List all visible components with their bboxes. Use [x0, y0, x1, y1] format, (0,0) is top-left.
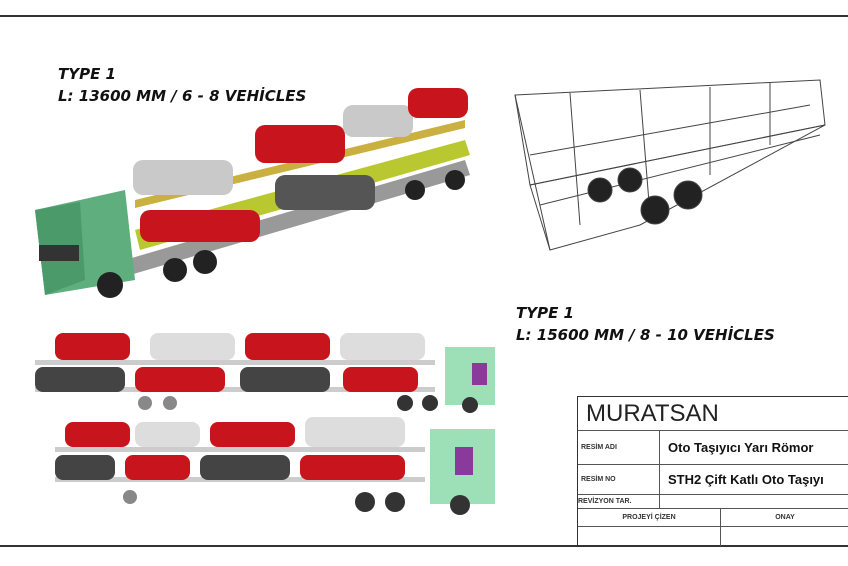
drawing-name-label: RESİM ADI	[578, 431, 660, 464]
frame-bottom-line	[0, 545, 848, 547]
side-view-renders	[35, 333, 495, 515]
drawing-name-value: Oto Taşıyıcı Yarı Römor	[668, 440, 814, 455]
car	[343, 105, 413, 137]
side-view-lower	[55, 417, 495, 515]
caption-spec: L: 15600 MM / 8 - 10 VEHİCLES	[516, 326, 775, 344]
signature-header-row: PROJEYİ ÇİZEN ONAY	[578, 509, 848, 527]
car	[255, 125, 345, 163]
caption-spec: L: 13600 MM / 6 - 8 VEHİCLES	[58, 87, 307, 105]
revision-row: REVİZYON TAR.	[578, 495, 848, 509]
drawing-no-label: RESİM NO	[578, 465, 660, 494]
type1-15600-caption: TYPE 1 L: 15600 MM / 8 - 10 VEHİCLES	[516, 302, 775, 346]
drawing-no-value: STH2 Çift Katlı Oto Taşıyı	[668, 472, 824, 487]
signature-divider	[720, 527, 721, 546]
caption-title: TYPE 1	[516, 304, 574, 322]
type1-13600-caption: TYPE 1 L: 13600 MM / 6 - 8 VEHİCLES	[58, 63, 306, 107]
drawing-no-row: RESİM NO STH2 Çift Katlı Oto Taşıyı	[578, 465, 848, 495]
frame-top-line	[0, 15, 848, 17]
caption-title: TYPE 1	[58, 65, 116, 83]
title-block: MURATSAN RESİM ADI Oto Taşıyıcı Yarı Röm…	[577, 396, 848, 546]
approval-label: ONAY	[775, 514, 795, 521]
company-name: MURATSAN	[586, 400, 719, 427]
car	[275, 175, 375, 210]
car	[133, 160, 233, 195]
car	[140, 210, 260, 242]
car	[408, 88, 468, 118]
drawing-name-row: RESİM ADI Oto Taşıyıcı Yarı Römor	[578, 431, 848, 465]
drawn-by-label: PROJEYİ ÇİZEN	[578, 509, 721, 526]
side-view-upper	[35, 333, 495, 413]
company-row: MURATSAN	[578, 397, 848, 431]
trailer-wireframe	[514, 79, 826, 251]
car-carrier-3d-render	[35, 88, 470, 298]
revision-label: REVİZYON TAR.	[578, 495, 660, 508]
